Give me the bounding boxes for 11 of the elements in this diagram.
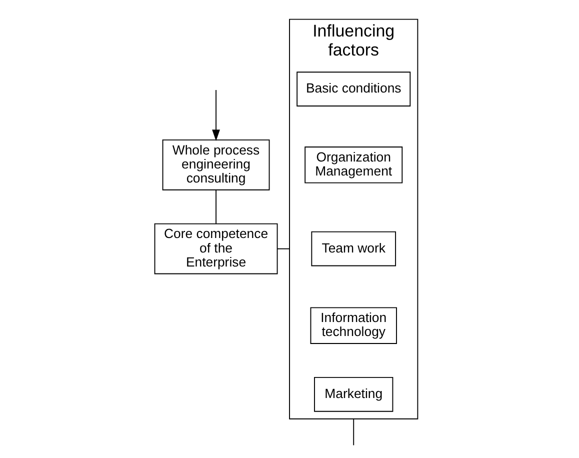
node-box: Organization Management	[304, 146, 402, 184]
arrow	[212, 90, 220, 141]
connector	[352, 418, 354, 446]
node-box: Basic conditions	[296, 72, 410, 106]
node-box: Core competence of the Enterprise	[154, 223, 278, 274]
node-box: Marketing	[314, 376, 393, 412]
connector	[276, 248, 290, 250]
connector	[215, 190, 216, 224]
node-box: Information technology	[310, 307, 396, 344]
node-box: Whole process engineering consulting	[162, 139, 270, 190]
node-box: Team work	[310, 231, 396, 266]
